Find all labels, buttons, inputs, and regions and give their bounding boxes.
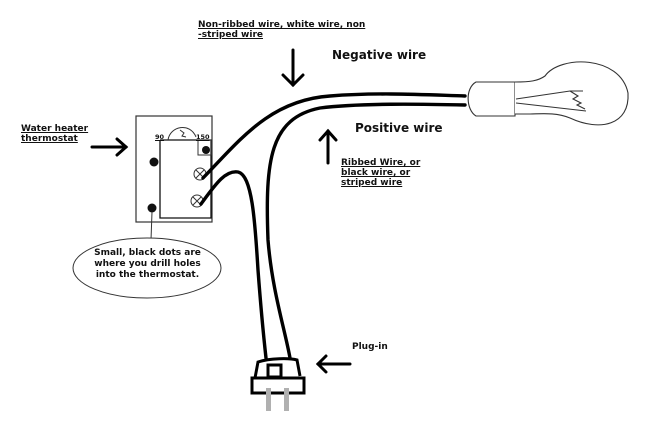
thermostat <box>135 115 213 241</box>
drill-hole-dot <box>202 146 210 154</box>
negative-wire-note: Non-ribbed wire, white wire, non -stripe… <box>198 20 398 40</box>
drill-note-line: into the thermostat. <box>95 270 200 280</box>
positive-wire-title: Positive wire <box>355 121 443 135</box>
plug-label: Plug-in <box>352 342 388 352</box>
positive-note-line: Ribbed Wire, or <box>341 158 421 168</box>
negative-arrow <box>281 48 305 88</box>
dial-low-label: 90 <box>155 133 165 141</box>
negative-wire-title: Negative wire <box>332 48 427 62</box>
positive-wire-note: Ribbed Wire, or black wire, or striped w… <box>341 158 420 188</box>
positive-note-line: black wire, or <box>341 168 411 178</box>
negative-wire <box>201 92 467 180</box>
thermostat-arrow <box>90 137 129 157</box>
positive-wire <box>265 102 467 360</box>
drill-hole-dot <box>147 203 157 213</box>
light-bulb <box>467 61 629 126</box>
positive-arrow <box>318 128 338 165</box>
plug <box>250 357 306 411</box>
thermostat-label: Water heater thermostat <box>21 124 88 144</box>
positive-note-line: striped wire <box>341 178 403 188</box>
thermostat-label-line: thermostat <box>21 134 78 144</box>
plug-prong <box>266 388 271 411</box>
plug-prong <box>284 388 289 411</box>
note-bubble-outline <box>72 237 222 299</box>
drill-hole-note: Small, black dots are where you drill ho… <box>90 248 205 281</box>
drill-note-line: Small, black dots are <box>94 248 201 258</box>
dial-high-label: 150 <box>196 133 210 141</box>
wires <box>199 92 467 360</box>
drill-hole-dot <box>149 157 159 167</box>
negative-note-line: -striped wire <box>198 30 263 40</box>
plug-arrow <box>315 354 352 374</box>
drill-note-line: where you drill holes <box>94 259 201 269</box>
plug-return-wire <box>199 170 268 360</box>
negative-note-line: Non-ribbed wire, white wire, non <box>198 20 366 30</box>
thermostat-label-line: Water heater <box>21 124 89 134</box>
